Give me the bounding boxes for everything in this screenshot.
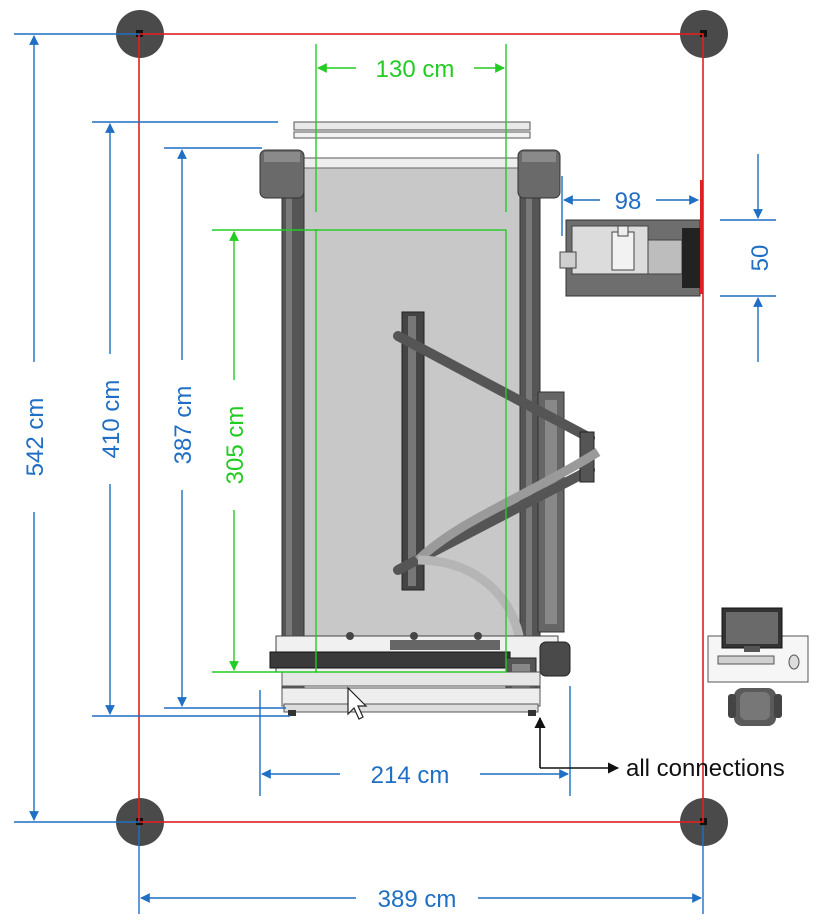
computer-monitor-icon: [707, 607, 809, 683]
label-height-387: 387 cm: [170, 386, 197, 465]
label-top-width: 130 cm: [376, 56, 455, 83]
label-width-389: 389 cm: [378, 886, 457, 913]
footprint-boundary: [138, 33, 704, 823]
blue-dimensions: [14, 33, 776, 914]
cursor-arrow-icon: [347, 686, 368, 720]
label-width-214: 214 cm: [371, 762, 450, 789]
label-height-305: 305 cm: [222, 406, 249, 485]
connection-arrow: [534, 716, 620, 774]
cutting-machine: [259, 121, 601, 716]
label-offset-50: 50: [747, 245, 774, 272]
label-height-410: 410 cm: [98, 380, 125, 459]
office-chair-icon: [728, 688, 782, 726]
label-height-542: 542 cm: [22, 398, 49, 477]
label-offset-98: 98: [615, 188, 642, 215]
green-dimensions: [212, 44, 507, 673]
side-unit: [559, 180, 703, 297]
label-all-connections: all connections: [626, 755, 785, 782]
corner-feet: [116, 10, 728, 846]
